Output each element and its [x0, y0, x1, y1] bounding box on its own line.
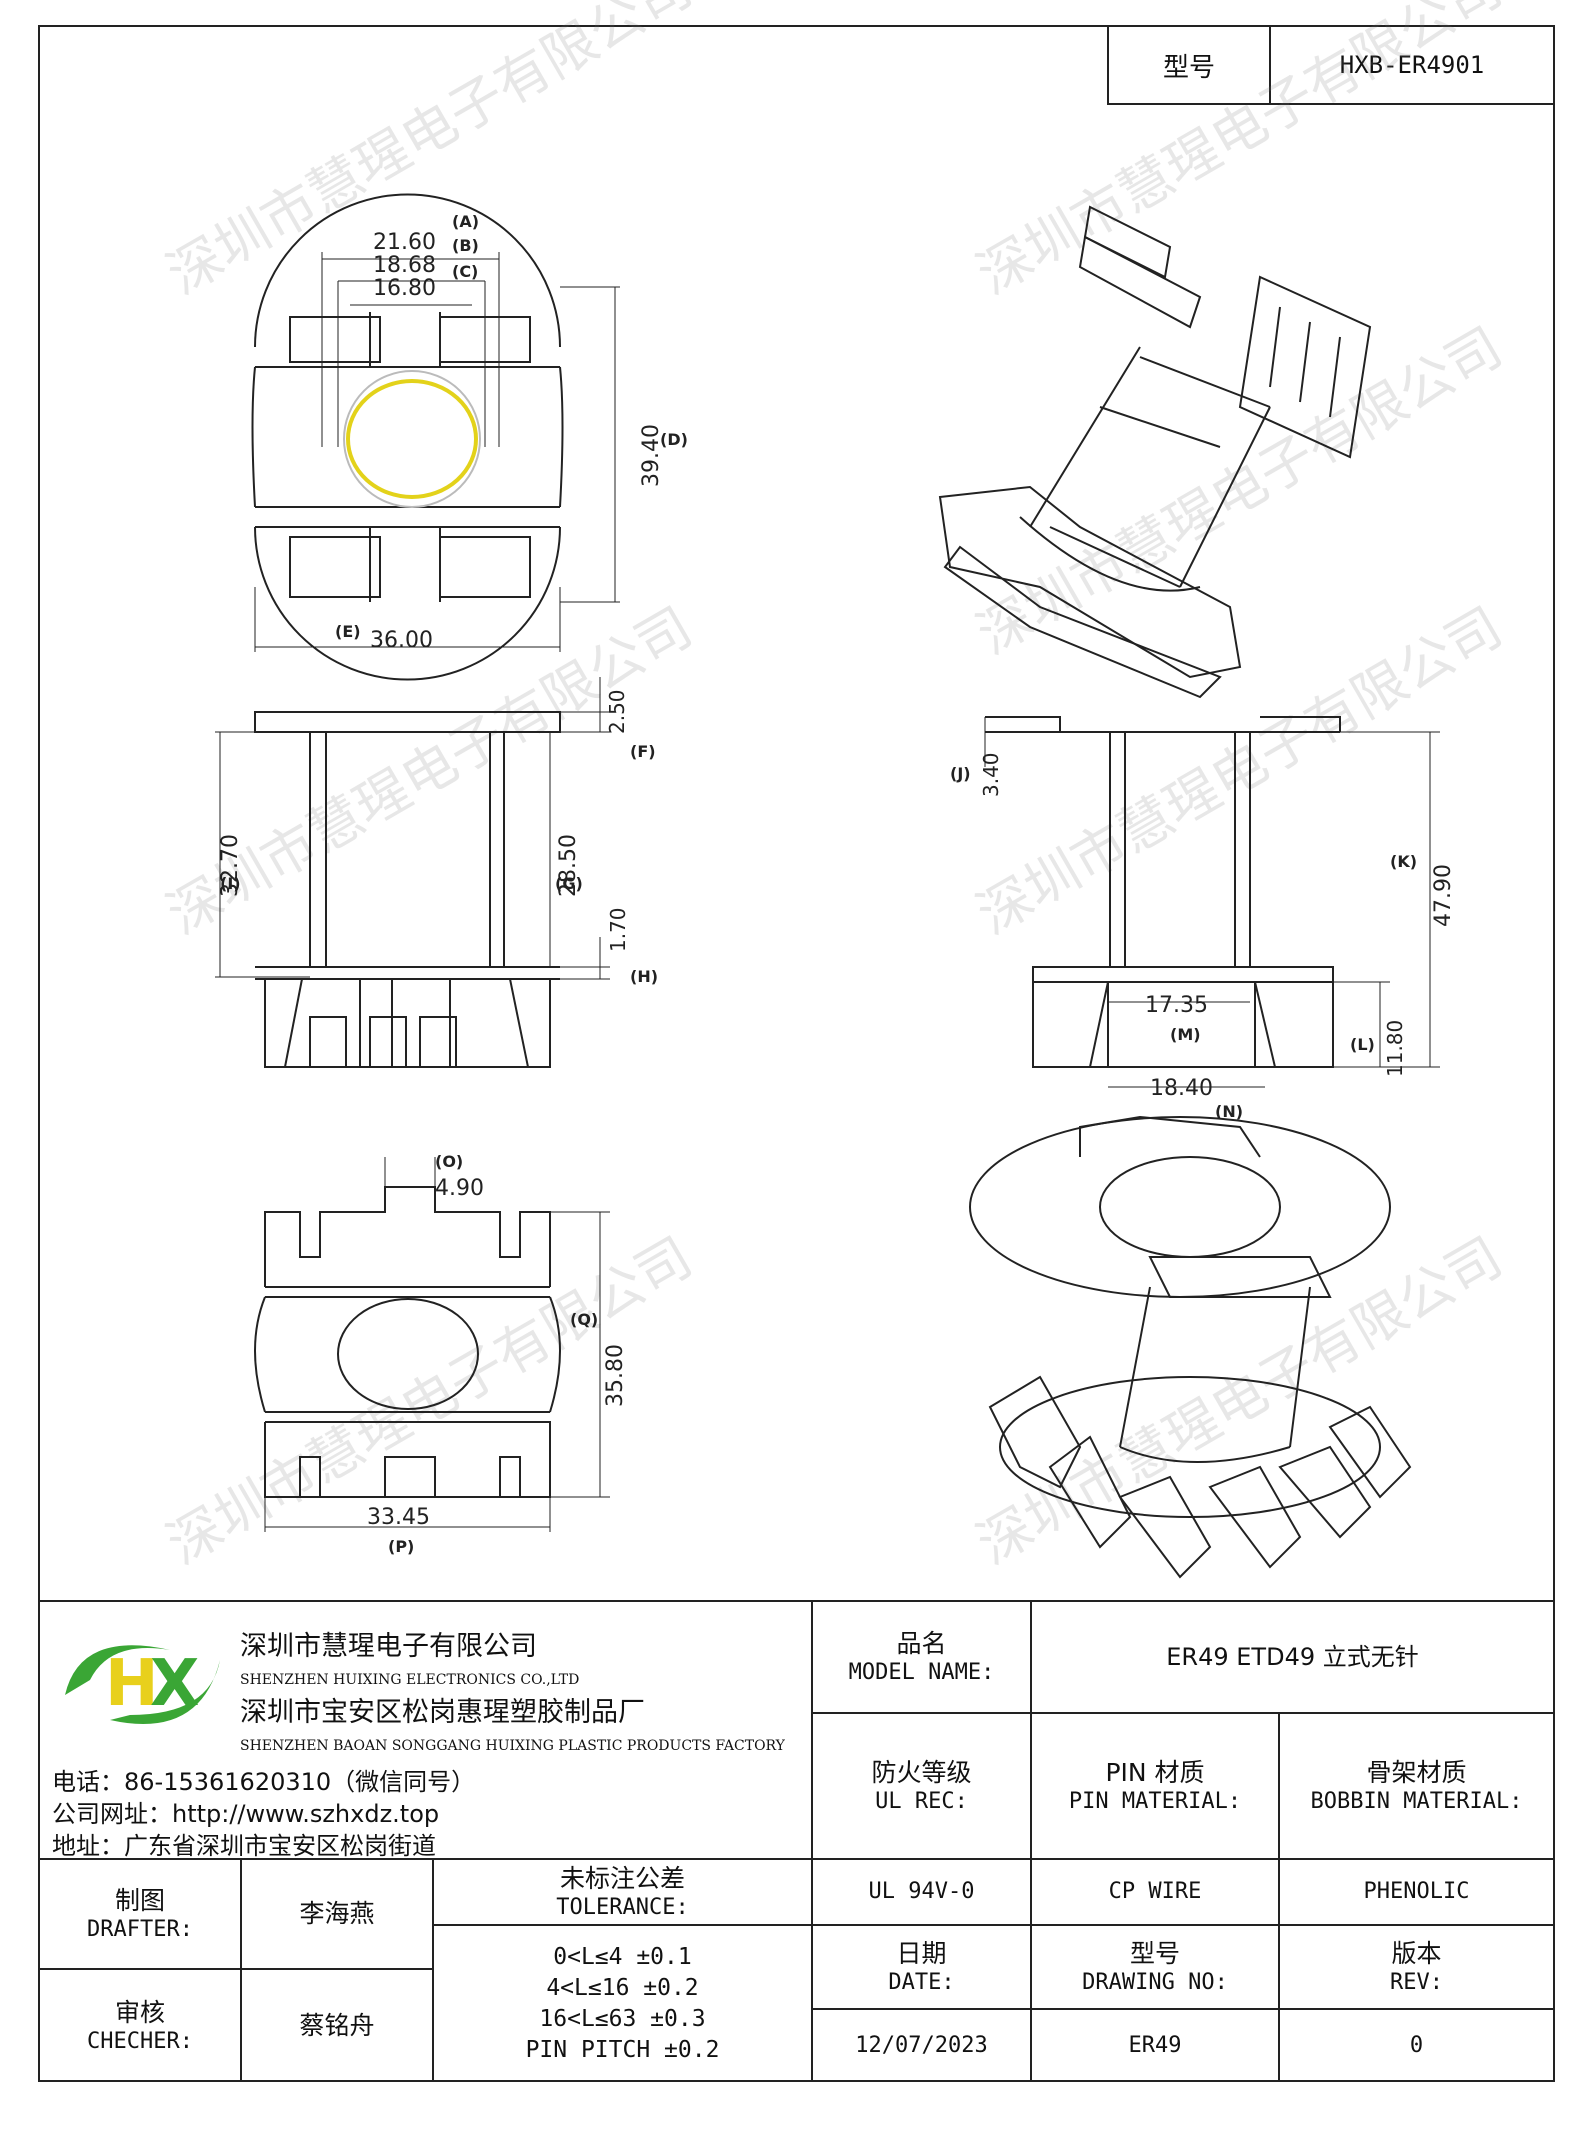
dim-k-value: 47.90 [1431, 864, 1456, 927]
dim-n-value: 18.40 [1150, 1076, 1213, 1101]
dim-a-tag: (A) [452, 212, 479, 231]
top-view [251, 193, 620, 681]
bottom-view [254, 1157, 610, 1532]
checker-label: 审核 CHECHER: [87, 1997, 193, 2054]
tolerance-label: 未标注公差 TOLERANCE: [556, 1863, 689, 1920]
dim-p-value: 33.45 [367, 1505, 430, 1530]
pin-material-value: CP WIRE [1108, 1879, 1202, 1905]
side-view [984, 716, 1440, 1088]
dim-m-value: 17.35 [1145, 993, 1208, 1018]
svg-text:H: H [105, 1647, 159, 1721]
dim-b-tag: (B) [452, 236, 479, 255]
dim-f-tag: (F) [630, 742, 656, 761]
dim-h-tag: (H) [630, 967, 658, 986]
tolerance-line: 16<L≤63 ±0.3 [539, 2006, 706, 2032]
tolerance-line: 0<L≤4 ±0.1 [553, 1943, 692, 1970]
dim-e-tag: (E) [335, 622, 361, 641]
dim-o-tag: (O) [435, 1152, 463, 1171]
dim-n-tag: (N) [1215, 1102, 1243, 1121]
tolerance-values: 0<L≤4 ±0.1 4<L≤16 ±0.2 16<L≤63 ±0.3 PIN … [434, 1926, 811, 2082]
dim-c-value: 16.80 [373, 276, 436, 301]
dim-g-tag: (G) [555, 874, 583, 893]
checker-value: 蔡铭舟 [299, 2011, 375, 2041]
drafter-value: 李海燕 [299, 1899, 375, 1929]
dim-j-value: 3.40 [979, 752, 1003, 797]
dim-q-value: 35.80 [603, 1344, 628, 1407]
bobbin-material-label: 骨架材质 BOBBIN MATERIAL: [1310, 1757, 1523, 1814]
dim-o-value: 4.90 [435, 1176, 484, 1201]
dim-j-tag: (J) [950, 764, 971, 783]
dimension-labels: 21.60 (A) 18.68 (B) 16.80 (C) 39.40 (D) … [218, 212, 1456, 1556]
factory-name-en: SHENZHEN BAOAN SONGGANG HUIXING PLASTIC … [240, 1738, 785, 1754]
rev-label: 版本 REV: [1390, 1938, 1443, 1995]
ul-rec-label: 防火等级 UL REC: [871, 1757, 972, 1814]
drawing-no-label: 型号 DRAWING NO: [1082, 1938, 1228, 1995]
drawing-sheet: 型号 HXB-ER4901 深圳市慧瑆电子有限公司 深圳市慧瑆电子有限公司 深圳… [38, 0, 1555, 2082]
company-phone: 电话：86-15361620310（微信同号） [52, 1768, 476, 1796]
dim-l-tag: (L) [1350, 1035, 1375, 1054]
model-label: 型号 [1109, 27, 1271, 103]
date-value: 12/07/2023 [855, 2033, 988, 2059]
date-label: 日期 DATE: [888, 1938, 955, 1995]
dim-d-tag: (D) [660, 430, 688, 449]
pin-material-label: PIN 材质 PIN MATERIAL: [1068, 1757, 1242, 1814]
dim-d-value: 39.40 [639, 424, 664, 487]
model-value: HXB-ER4901 [1339, 51, 1485, 79]
dim-k-tag: (K) [1390, 852, 1417, 871]
company-website: 公司网址：http://www.szhxdz.top [52, 1800, 440, 1828]
dim-h-value: 1.70 [606, 907, 630, 952]
tolerance-line: PIN PITCH ±0.2 [525, 2037, 720, 2064]
front-view [215, 677, 610, 1068]
dim-i-tag: (I) [220, 874, 241, 893]
svg-text:X: X [150, 1647, 199, 1721]
dim-p-tag: (P) [388, 1537, 414, 1556]
drawing-no-value: ER49 [1128, 2033, 1182, 2059]
ul-rec-value: UL 94V-0 [868, 1879, 975, 1905]
company-name-en: SHENZHEN HUIXING ELECTRONICS CO.,LTD [240, 1672, 580, 1688]
dim-a-value: 21.60 [373, 230, 436, 255]
company-name-cn: 深圳市慧瑆电子有限公司 [240, 1631, 537, 1662]
factory-name-cn: 深圳市宝安区松岗惠瑆塑胶制品厂 [240, 1697, 645, 1728]
technical-drawing: 21.60 (A) 18.68 (B) 16.80 (C) 39.40 (D) … [215, 193, 1456, 1579]
model-name-label: 品名 MODEL NAME: [848, 1628, 995, 1685]
tolerance-line: 4<L≤16 ±0.2 [546, 1974, 699, 2001]
model-name-value: ER49 ETD49 立式无针 [1166, 1643, 1419, 1671]
bobbin-material-value: PHENOLIC [1363, 1879, 1470, 1905]
iso-view-bottom [969, 1115, 1412, 1579]
company-address: 地址：广东省深圳市宝安区松岗街道 [52, 1832, 436, 1860]
dim-i-value: 32.70 [218, 834, 243, 897]
dim-e-value: 36.00 [370, 628, 433, 653]
dim-g-value: 28.50 [556, 834, 581, 897]
rev-value: 0 [1409, 2033, 1424, 2059]
company-logo: H X [65, 1645, 220, 1724]
dim-m-tag: (M) [1170, 1025, 1201, 1044]
dim-f-value: 2.50 [605, 689, 629, 734]
dim-q-tag: (Q) [570, 1310, 598, 1329]
drafter-label: 制图 DRAFTER: [87, 1885, 193, 1942]
dim-b-value: 18.68 [373, 253, 436, 278]
dim-c-tag: (C) [452, 262, 478, 281]
dim-l-value: 11.80 [1383, 1020, 1407, 1077]
model-header: 型号 HXB-ER4901 [1107, 27, 1553, 105]
iso-view-top [938, 205, 1372, 699]
title-block: H X 深圳市慧瑆电子有限公司 SHENZHEN HUIXING ELECTRO… [40, 1600, 1553, 2082]
